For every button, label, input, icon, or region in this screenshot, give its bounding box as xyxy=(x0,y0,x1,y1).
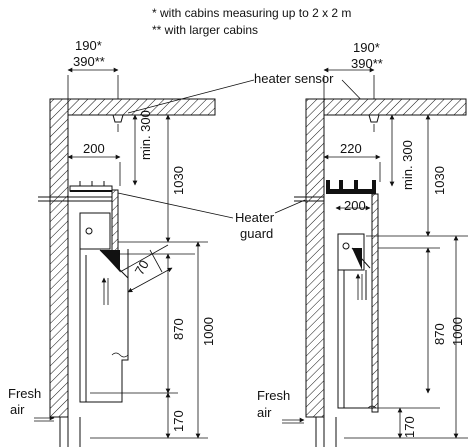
footnote-line-1: * with cabins measuring up to 2 x 2 m xyxy=(152,6,351,20)
right-installation: 190* 390** min. 300 1030 220 200 xyxy=(257,40,468,447)
left-sensor-offset-1: 190* xyxy=(75,38,102,53)
right-height-total: 1000 xyxy=(450,317,465,346)
right-height-upper: 1030 xyxy=(432,166,447,195)
right-guard-width-top: 220 xyxy=(340,141,362,156)
left-min-clearance: min. 300 xyxy=(138,110,153,160)
right-fresh-air-label-1: Fresh xyxy=(257,388,290,403)
left-heater-sensor-icon xyxy=(112,114,124,123)
left-height-lower: 170 xyxy=(171,410,186,432)
right-height-lower: 170 xyxy=(402,416,417,438)
right-heater-guard xyxy=(326,189,376,194)
right-sensor-offset-1: 190* xyxy=(353,40,380,55)
right-min-clearance: min. 300 xyxy=(400,140,415,190)
right-ceiling xyxy=(305,98,467,116)
left-fresh-air-label-1: Fresh xyxy=(8,386,41,401)
left-height-total: 1000 xyxy=(201,317,216,346)
heater-guard-label-line-1: Heater xyxy=(235,210,275,225)
left-ceiling xyxy=(49,98,216,116)
left-installation: 190* 390** min. 300 1030 200 xyxy=(8,38,216,447)
left-guard-width: 200 xyxy=(83,141,105,156)
right-side-wall xyxy=(305,98,325,418)
heater-guard-label-line-2: guard xyxy=(240,226,273,241)
right-sensor-offset-2: 390** xyxy=(351,56,383,71)
left-angle-dim: 70 xyxy=(132,257,152,277)
right-guard-panel xyxy=(371,193,379,413)
left-side-wall xyxy=(49,98,69,418)
left-height-middle: 870 xyxy=(171,318,186,340)
left-sensor-offset-2: 390** xyxy=(73,54,105,69)
right-height-middle: 870 xyxy=(432,323,447,345)
heater-sensor-label: heater sensor xyxy=(254,71,334,86)
right-guard-width-bottom: 200 xyxy=(344,198,366,213)
left-height-upper: 1030 xyxy=(171,166,186,195)
footnote-line-2: ** with larger cabins xyxy=(152,23,258,37)
right-fresh-air-label-2: air xyxy=(257,405,272,420)
left-fresh-air-label-2: air xyxy=(10,402,25,417)
left-guard-panel xyxy=(111,189,119,255)
right-heater-sensor-icon xyxy=(368,114,380,123)
left-heater-body xyxy=(79,212,111,250)
